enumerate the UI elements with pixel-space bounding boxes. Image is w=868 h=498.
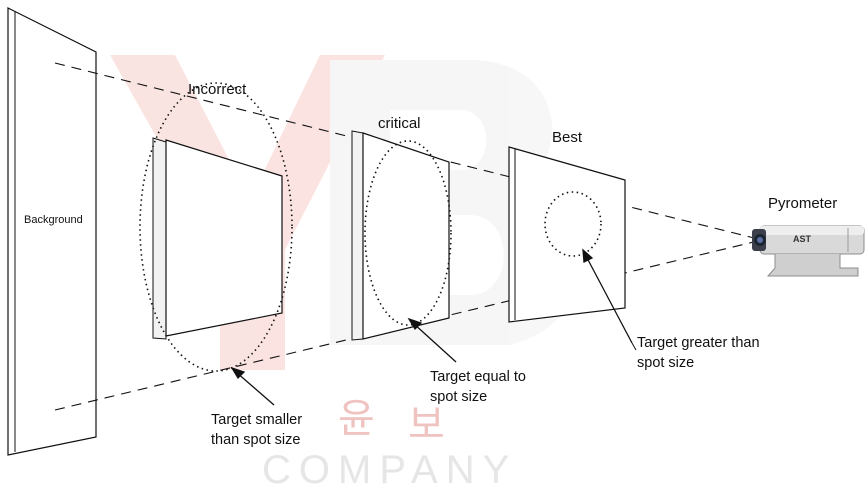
pyrometer-device xyxy=(752,225,865,277)
label-background: Background xyxy=(24,214,83,226)
note-target-greater: Target greater than spot size xyxy=(637,333,760,373)
note-greater-line-2: spot size xyxy=(637,355,695,371)
pyrometer-brand-label: AST xyxy=(793,234,811,244)
label-critical: critical xyxy=(378,115,421,132)
arrow-smaller xyxy=(235,371,275,406)
note-target-equal: Target equal to spot size xyxy=(430,367,526,407)
watermark-korean-right: 보 xyxy=(408,403,445,447)
target-critical xyxy=(351,130,452,341)
label-best: Best xyxy=(552,129,583,146)
note-equal-line-2: spot size xyxy=(430,389,488,405)
watermark-korean-left: 윤 xyxy=(338,397,375,441)
note-equal-line-1: Target equal to xyxy=(430,369,526,385)
target-incorrect xyxy=(139,82,293,372)
arrow-greater xyxy=(585,255,633,344)
spot-ellipse-incorrect xyxy=(139,82,293,372)
spot-ellipse-best xyxy=(544,191,602,257)
note-smaller-line-1: Target smaller xyxy=(211,412,303,428)
arrow-equal xyxy=(412,322,457,363)
background-panel xyxy=(7,7,97,456)
target-best xyxy=(508,146,626,323)
label-pyrometer: Pyrometer xyxy=(768,195,838,212)
spot-ellipse-critical xyxy=(364,140,452,326)
note-smaller-line-2: than spot size xyxy=(211,432,301,448)
note-greater-line-1: Target greater than xyxy=(637,335,760,351)
note-target-smaller: Target smaller than spot size xyxy=(211,410,302,450)
watermark-company-text: COMPANY xyxy=(262,448,518,492)
label-incorrect: Incorrect xyxy=(188,81,247,98)
